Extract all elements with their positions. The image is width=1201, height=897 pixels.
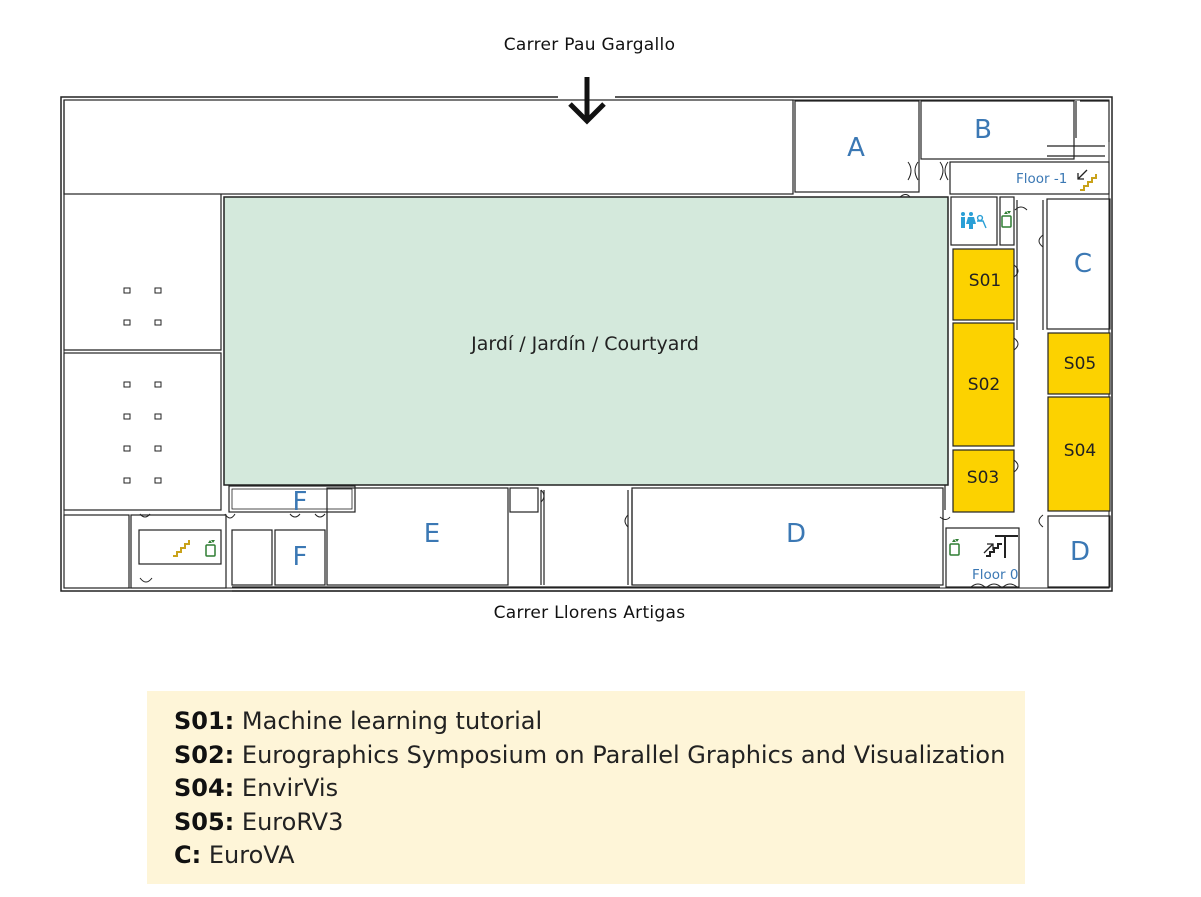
- room-label-a: A: [847, 133, 865, 163]
- room-label-e: E: [424, 519, 440, 549]
- floor-zero-label: Floor 0: [972, 567, 1018, 583]
- room-label-d-east: D: [1070, 537, 1090, 567]
- legend-row: C: EuroVA: [174, 839, 1025, 873]
- legend-row: S04: EnvirVis: [174, 772, 1025, 806]
- floor-direction-arrows: [983, 169, 1088, 554]
- street-label-top: Carrer Pau Gargallo: [503, 35, 676, 55]
- room-label-f-upper: F: [293, 487, 308, 517]
- legend-key: S01:: [174, 707, 235, 735]
- elevator-icon: [205, 215, 1012, 557]
- session-rooms: [952, 248, 1111, 513]
- courtyard-label: Jardí / Jardín / Courtyard: [470, 333, 699, 355]
- legend-value: Machine learning tutorial: [241, 707, 543, 735]
- room-label-d: D: [786, 519, 806, 549]
- room-s03: [952, 449, 1015, 513]
- room-label-s01: S01: [969, 271, 1001, 291]
- room-s05: [1047, 332, 1111, 395]
- room-s01: [952, 248, 1015, 321]
- room-label-f-lower: F: [293, 542, 308, 572]
- toilets-icon: [961, 212, 987, 229]
- legend-key: S04:: [174, 774, 235, 802]
- courtyard: [223, 196, 949, 486]
- floor-minus1-label: Floor -1: [1016, 171, 1067, 187]
- legend-key: S02:: [174, 740, 235, 769]
- room-s04: [1047, 396, 1111, 512]
- street-label-bottom: Carrer Llorens Artigas: [493, 603, 686, 623]
- top-right-rooms: [794, 100, 1111, 330]
- legend-panel: S01: Machine learning tutorial S02: Euro…: [147, 691, 1025, 884]
- room-label-c: C: [1074, 249, 1092, 279]
- legend-key: S05:: [174, 807, 235, 836]
- legend-value: Eurographics Symposium on Parallel Graph…: [241, 740, 1006, 769]
- room-s02: [952, 322, 1015, 447]
- room-label-s03: S03: [967, 468, 999, 488]
- legend-row: S01: Machine learning tutorial: [174, 705, 1025, 739]
- elevator-arrows: [208, 211, 1011, 543]
- room-label-s04: S04: [1064, 441, 1096, 461]
- room-label-s05: S05: [1064, 354, 1096, 374]
- legend-key: C:: [174, 841, 202, 869]
- legend-value: EuroVA: [208, 841, 295, 869]
- left-wing: [63, 99, 794, 589]
- room-label-b: B: [974, 115, 992, 145]
- columns: [123, 287, 162, 484]
- legend-row: S02: Eurographics Symposium on Parallel …: [174, 739, 1025, 773]
- stairs-icon: [986, 535, 1018, 558]
- doors: [139, 161, 1044, 589]
- stairs-icon: [173, 174, 1097, 557]
- bottom-rooms: [228, 485, 1111, 592]
- down-arrow-icon: [568, 77, 606, 125]
- legend-row: S05: EuroRV3: [174, 806, 1025, 840]
- legend-value: EuroRV3: [241, 807, 344, 836]
- floor-plan: A B C D D E F F S01 S02 S03 S05 S04 Jard…: [60, 77, 1113, 592]
- legend-value: EnvirVis: [241, 774, 339, 802]
- room-label-s02: S02: [968, 375, 1000, 395]
